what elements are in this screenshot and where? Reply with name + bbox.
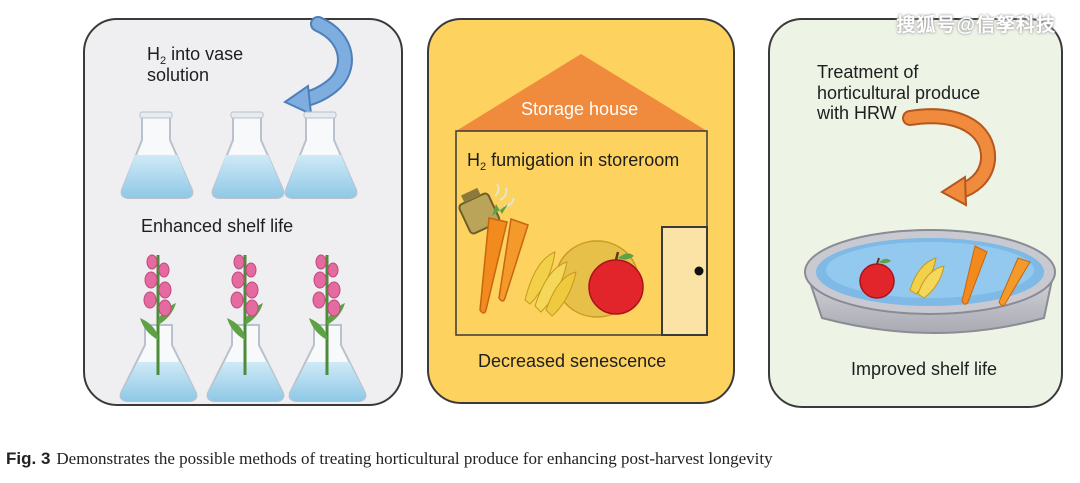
figure-label: Fig. 3 — [6, 449, 51, 468]
storage-house-label: Storage house — [521, 99, 639, 119]
flower-flask-icon — [119, 254, 198, 402]
floating-produce-icon — [859, 245, 1031, 307]
figure-caption: Fig. 3 Demonstrates the possible methods … — [6, 449, 773, 469]
produce-icon — [479, 204, 644, 318]
blue-curved-arrow-icon — [282, 16, 353, 116]
vase-solution-title: H2 into vase solution — [147, 44, 244, 85]
flower-flask-icon — [288, 254, 367, 402]
door-icon — [661, 226, 708, 336]
flask-icon — [284, 111, 358, 199]
improved-shelf-life-label: Improved shelf life — [851, 359, 998, 379]
caption-text: Demonstrates the possible methods of tre… — [56, 449, 773, 468]
flask-icon — [120, 111, 194, 199]
watermark: 搜狐号@信孥科技 — [896, 15, 1056, 36]
storage-house-roof — [456, 54, 707, 131]
enhanced-shelf-life-label: Enhanced shelf life — [141, 216, 294, 236]
fumigation-title: H2 fumigation in storeroom — [467, 150, 680, 173]
flask-icon — [211, 111, 285, 199]
orange-curved-arrow-icon — [902, 108, 997, 207]
decreased-senescence-label: Decreased senescence — [478, 351, 667, 371]
flower-flask-icon — [206, 254, 285, 402]
hrw-treatment-title: Treatment of horticultural produce with … — [817, 62, 981, 124]
